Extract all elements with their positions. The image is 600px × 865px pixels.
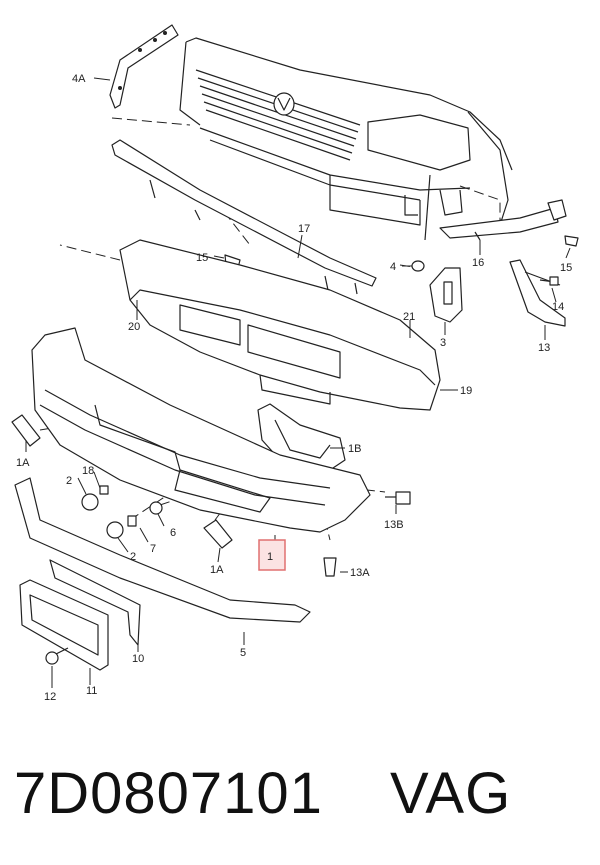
label-13A: 13A: [350, 567, 370, 579]
label-6: 6: [170, 527, 176, 539]
label-15-left: 15: [196, 252, 208, 264]
leader-lines: [25, 77, 571, 688]
label-12: 12: [44, 691, 56, 703]
label-5: 5: [240, 647, 246, 659]
label-1: 1: [267, 551, 273, 563]
label-14: 14: [552, 301, 564, 313]
label-3: 3: [440, 337, 446, 349]
label-20: 20: [128, 321, 140, 333]
small-fasteners: [81, 485, 163, 539]
part-1A-grilles: [11, 414, 233, 549]
label-1A-bottom: 1A: [210, 564, 224, 576]
vehicle-front: [179, 37, 513, 241]
part-12-screw: [45, 647, 69, 665]
label-19: 19: [460, 385, 472, 397]
part-number: 7D0807101: [14, 761, 323, 826]
part-19-20-bumper-core: [119, 239, 441, 411]
label-2-bottom: 2: [130, 551, 136, 563]
label-1B: 1B: [348, 443, 361, 455]
exploded-view-svg: 4A 17 15 4 16 15 14 13 3 21 20 19 1A 1B …: [11, 24, 579, 703]
part-13A-13B-screws: [323, 491, 411, 577]
label-4A: 4A: [72, 73, 86, 85]
part-3-bracket: [429, 267, 463, 323]
part-4A-bracket: [109, 24, 179, 109]
part-1B-bracket: [257, 403, 346, 471]
part-13-strut: [509, 259, 566, 327]
label-4: 4: [390, 261, 396, 273]
parts-diagram: 4A 17 15 4 16 15 14 13 3 21 20 19 1A 1B …: [11, 24, 579, 703]
label-2-top: 2: [66, 475, 72, 487]
label-11: 11: [86, 685, 97, 697]
part-5-strip: [14, 477, 311, 623]
label-10: 10: [132, 653, 144, 665]
label-13B: 13B: [384, 519, 404, 531]
part-14-bolt: [539, 276, 559, 286]
label-15-right: 15: [560, 262, 572, 274]
part-4-clip: [411, 260, 425, 272]
highlight-box: [258, 539, 286, 571]
brand: VAG: [390, 761, 512, 826]
part-17-crossmember: [111, 139, 377, 295]
part-16-bracket: [439, 199, 567, 241]
label-16: 16: [472, 257, 484, 269]
label-7: 7: [150, 543, 156, 555]
label-1A-left: 1A: [16, 457, 30, 469]
label-18: 18: [82, 465, 94, 477]
part-10-11-plate-bracket: [19, 559, 141, 671]
part-1-bumper-cover: [31, 327, 371, 533]
label-17: 17: [298, 223, 310, 235]
label-13: 13: [538, 342, 550, 354]
label-21: 21: [403, 311, 415, 323]
